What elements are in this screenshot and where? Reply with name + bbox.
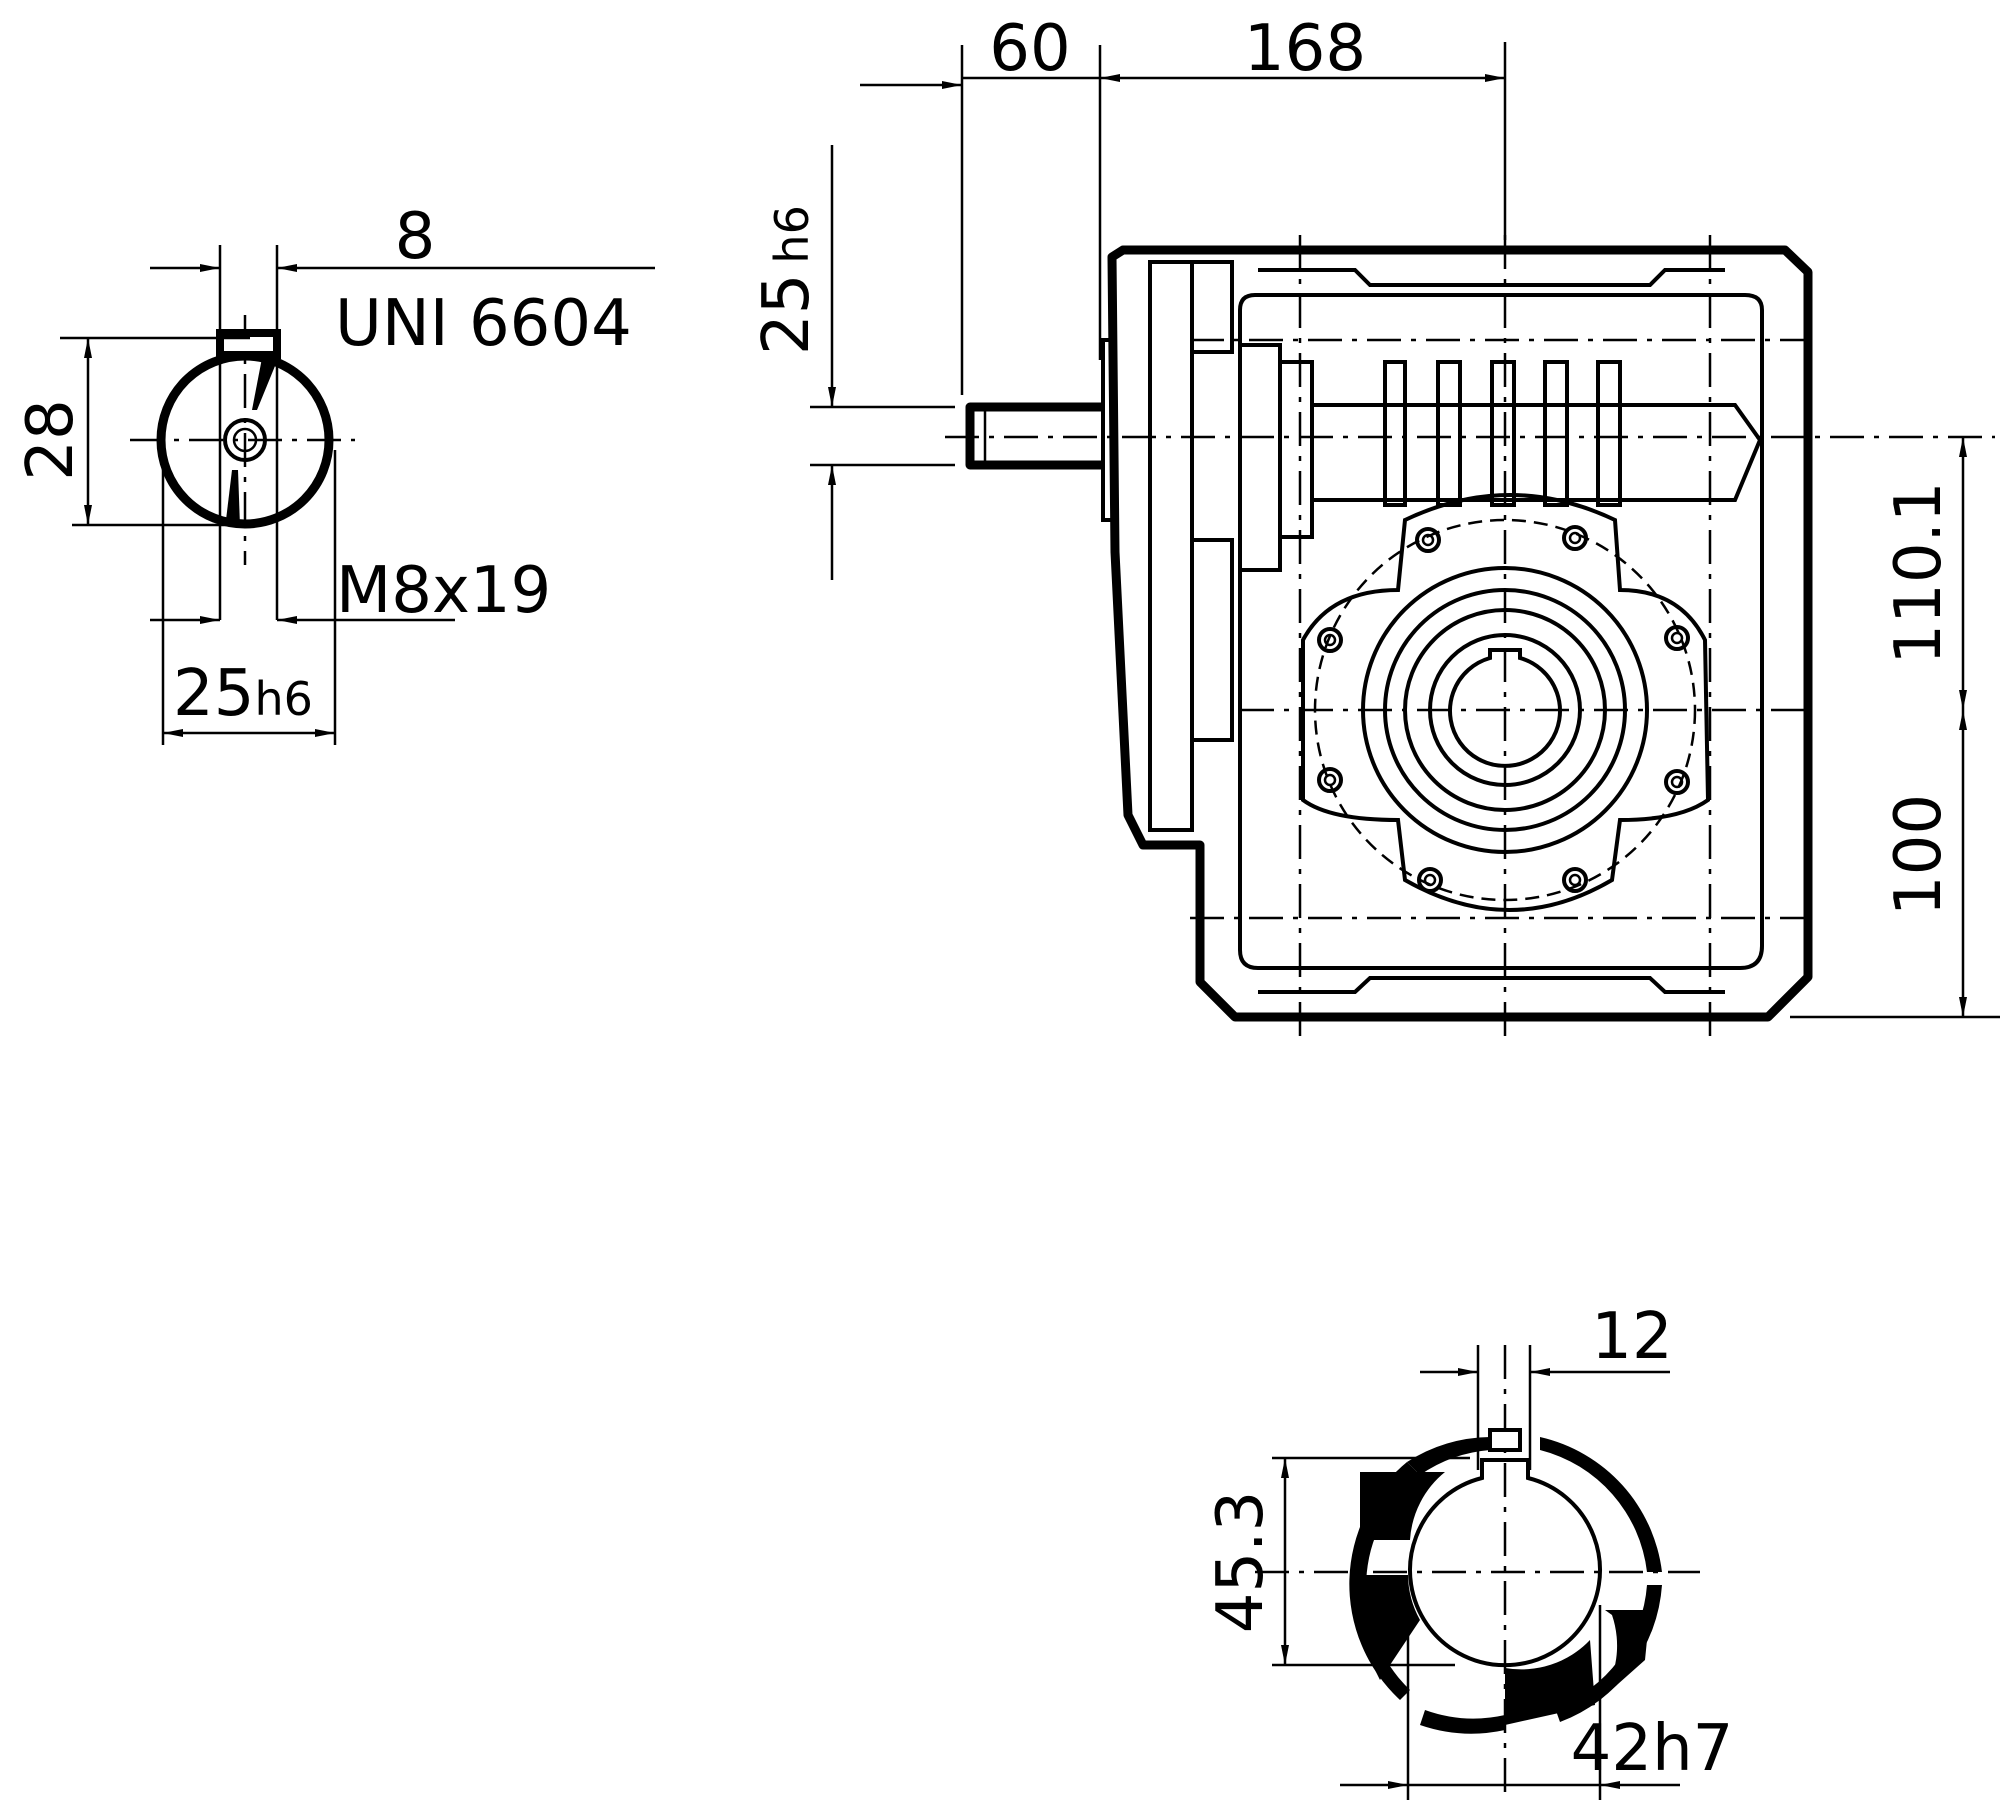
- cover-step-lower: [1190, 538, 1234, 742]
- output-flange: [1301, 493, 1711, 912]
- shaft-diameter-label: 25h6: [173, 657, 313, 731]
- bore-label: 42h7: [1571, 1712, 1734, 1786]
- section-block-lower-left: [1360, 1575, 1420, 1680]
- section-hatch-lower: [226, 470, 240, 526]
- hollow-shaft-section-view: 12 45.3 42h7: [1204, 1300, 1733, 1800]
- input-flange: [1101, 338, 1112, 522]
- thread-label: M8x19: [336, 554, 551, 628]
- hollow-keyway: [1488, 1428, 1522, 1452]
- output-bore-with-keyway: [1448, 648, 1562, 768]
- worm-threads: [1383, 360, 1622, 507]
- input-shaft-end-view: 8 UNI 6604 28 M8x19 25h6: [14, 200, 655, 745]
- cover-step-upper: [1190, 260, 1234, 354]
- housing-inner-frame: [1238, 293, 1764, 970]
- worm-shaft: [1312, 403, 1763, 502]
- bolt-holes: [1317, 525, 1690, 893]
- shaft-to-center-label: 168: [1244, 12, 1366, 86]
- section-hatch-top-left: [1407, 1437, 1490, 1475]
- key-height-label: 28: [14, 399, 88, 480]
- key-width-label: 8: [395, 200, 436, 274]
- shaft-length-label: 60: [989, 12, 1070, 86]
- hollow-bore-with-keyway: [1408, 1458, 1602, 1668]
- section-hatch-right: [1540, 1437, 1662, 1572]
- center-thread-core: [232, 427, 258, 453]
- axis-distance-label: 110.1: [1882, 481, 1956, 664]
- section-block-right: [1600, 1610, 1650, 1700]
- side-cover: [1148, 260, 1194, 832]
- hollow-key-width-label: 12: [1591, 1300, 1672, 1374]
- mounting-pad-bottom: [1258, 976, 1725, 994]
- base-height-label: 100: [1882, 794, 1956, 916]
- mounting-pad-top: [1258, 268, 1725, 287]
- section-hatch-bottom: [1420, 1710, 1505, 1734]
- section-block-upper-left: [1360, 1472, 1445, 1540]
- shaft-key: [216, 329, 281, 359]
- housing-outline: [1107, 245, 1813, 1022]
- side-shaft-diameter-label: 25h6: [750, 205, 824, 355]
- worm-bearing-step: [1280, 360, 1314, 539]
- center-thread-hole: [223, 418, 267, 462]
- section-block-bottom: [1505, 1640, 1595, 1725]
- gearbox-front-view: 60 168 25h6 110.1 100: [750, 12, 2000, 1040]
- hollow-key-depth-label: 45.3: [1204, 1491, 1278, 1634]
- worm-bearing-left: [1240, 343, 1282, 572]
- section-hatch-upper: [252, 358, 275, 410]
- key-standard-label: UNI 6604: [335, 287, 632, 361]
